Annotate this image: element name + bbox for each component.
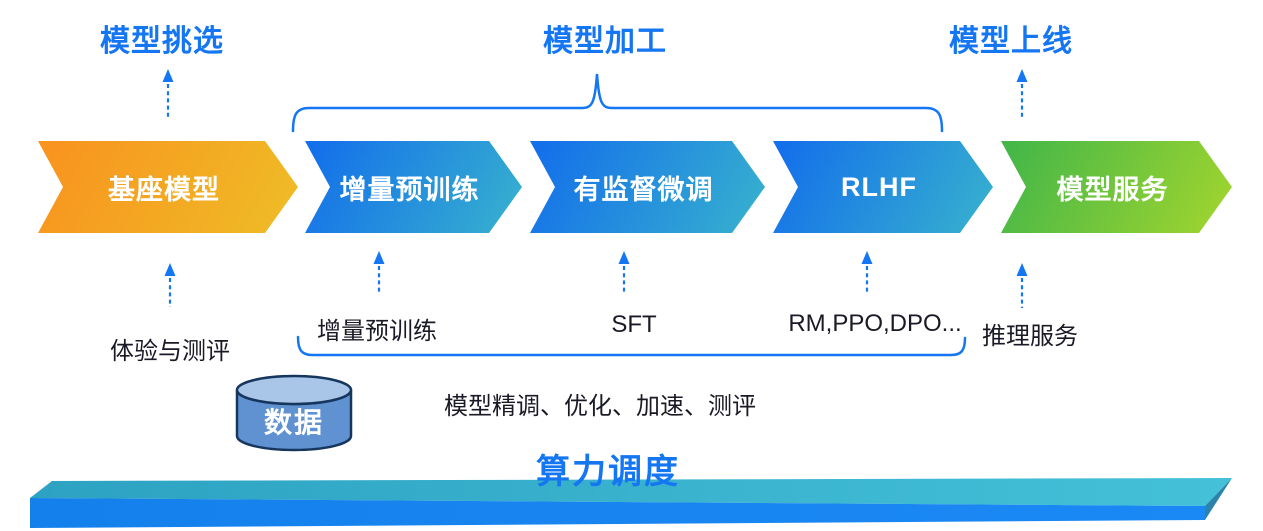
tuning-note: 模型精调、优化、加速、测评 [444,393,756,420]
annotation-incremental-pretraining: 增量预训练 [317,318,437,345]
data-cylinder-label: 数据 [263,407,325,438]
database-cylinder-icon [235,374,353,452]
stage-label: RLHF [841,171,917,202]
stage-chevron-model-service: 模型服务 [1001,141,1232,233]
annotation-sft: SFT [611,311,657,338]
phase-title-model-launch: 模型上线 [949,25,1073,58]
dashed-arrow-up-icon-rlhf [861,251,873,293]
compute-platform [30,478,1232,528]
compute-scheduling-title: 算力调度 [536,453,680,491]
stage-chevron-rlhf: RLHF [773,141,993,233]
phase-title-model-selection: 模型挑选 [100,25,224,58]
stage-label: 模型服务 [1056,174,1169,205]
dashed-arrow-up-icon-launch [1016,69,1028,118]
dashed-arrow-up-icon-experience [164,263,176,307]
dashed-arrow-up-icon-inference [1016,263,1028,308]
stage-label: 基座模型 [108,174,220,205]
dashed-arrow-up-icon-selection [162,69,174,118]
bracket-tuning-group [296,335,967,357]
annotation-experience-evaluation: 体验与测评 [110,338,230,365]
stage-label: 有监督微调 [573,174,714,205]
phase-title-model-processing: 模型加工 [543,25,667,58]
dashed-arrow-up-icon-sft [618,251,630,293]
dashed-arrow-up-icon-incremental [373,251,385,293]
stage-chevron-base-model: 基座模型 [38,141,298,233]
annotation-inference-service: 推理服务 [982,323,1078,350]
brace-model-processing [291,73,944,133]
stage-chevron-incremental-pretraining: 增量预训练 [305,141,522,233]
annotation-rlhf-methods: RM,PPO,DPO... [788,310,962,337]
stage-chevron-supervised-finetuning: 有监督微调 [530,141,765,233]
stage-label: 增量预训练 [339,174,480,205]
